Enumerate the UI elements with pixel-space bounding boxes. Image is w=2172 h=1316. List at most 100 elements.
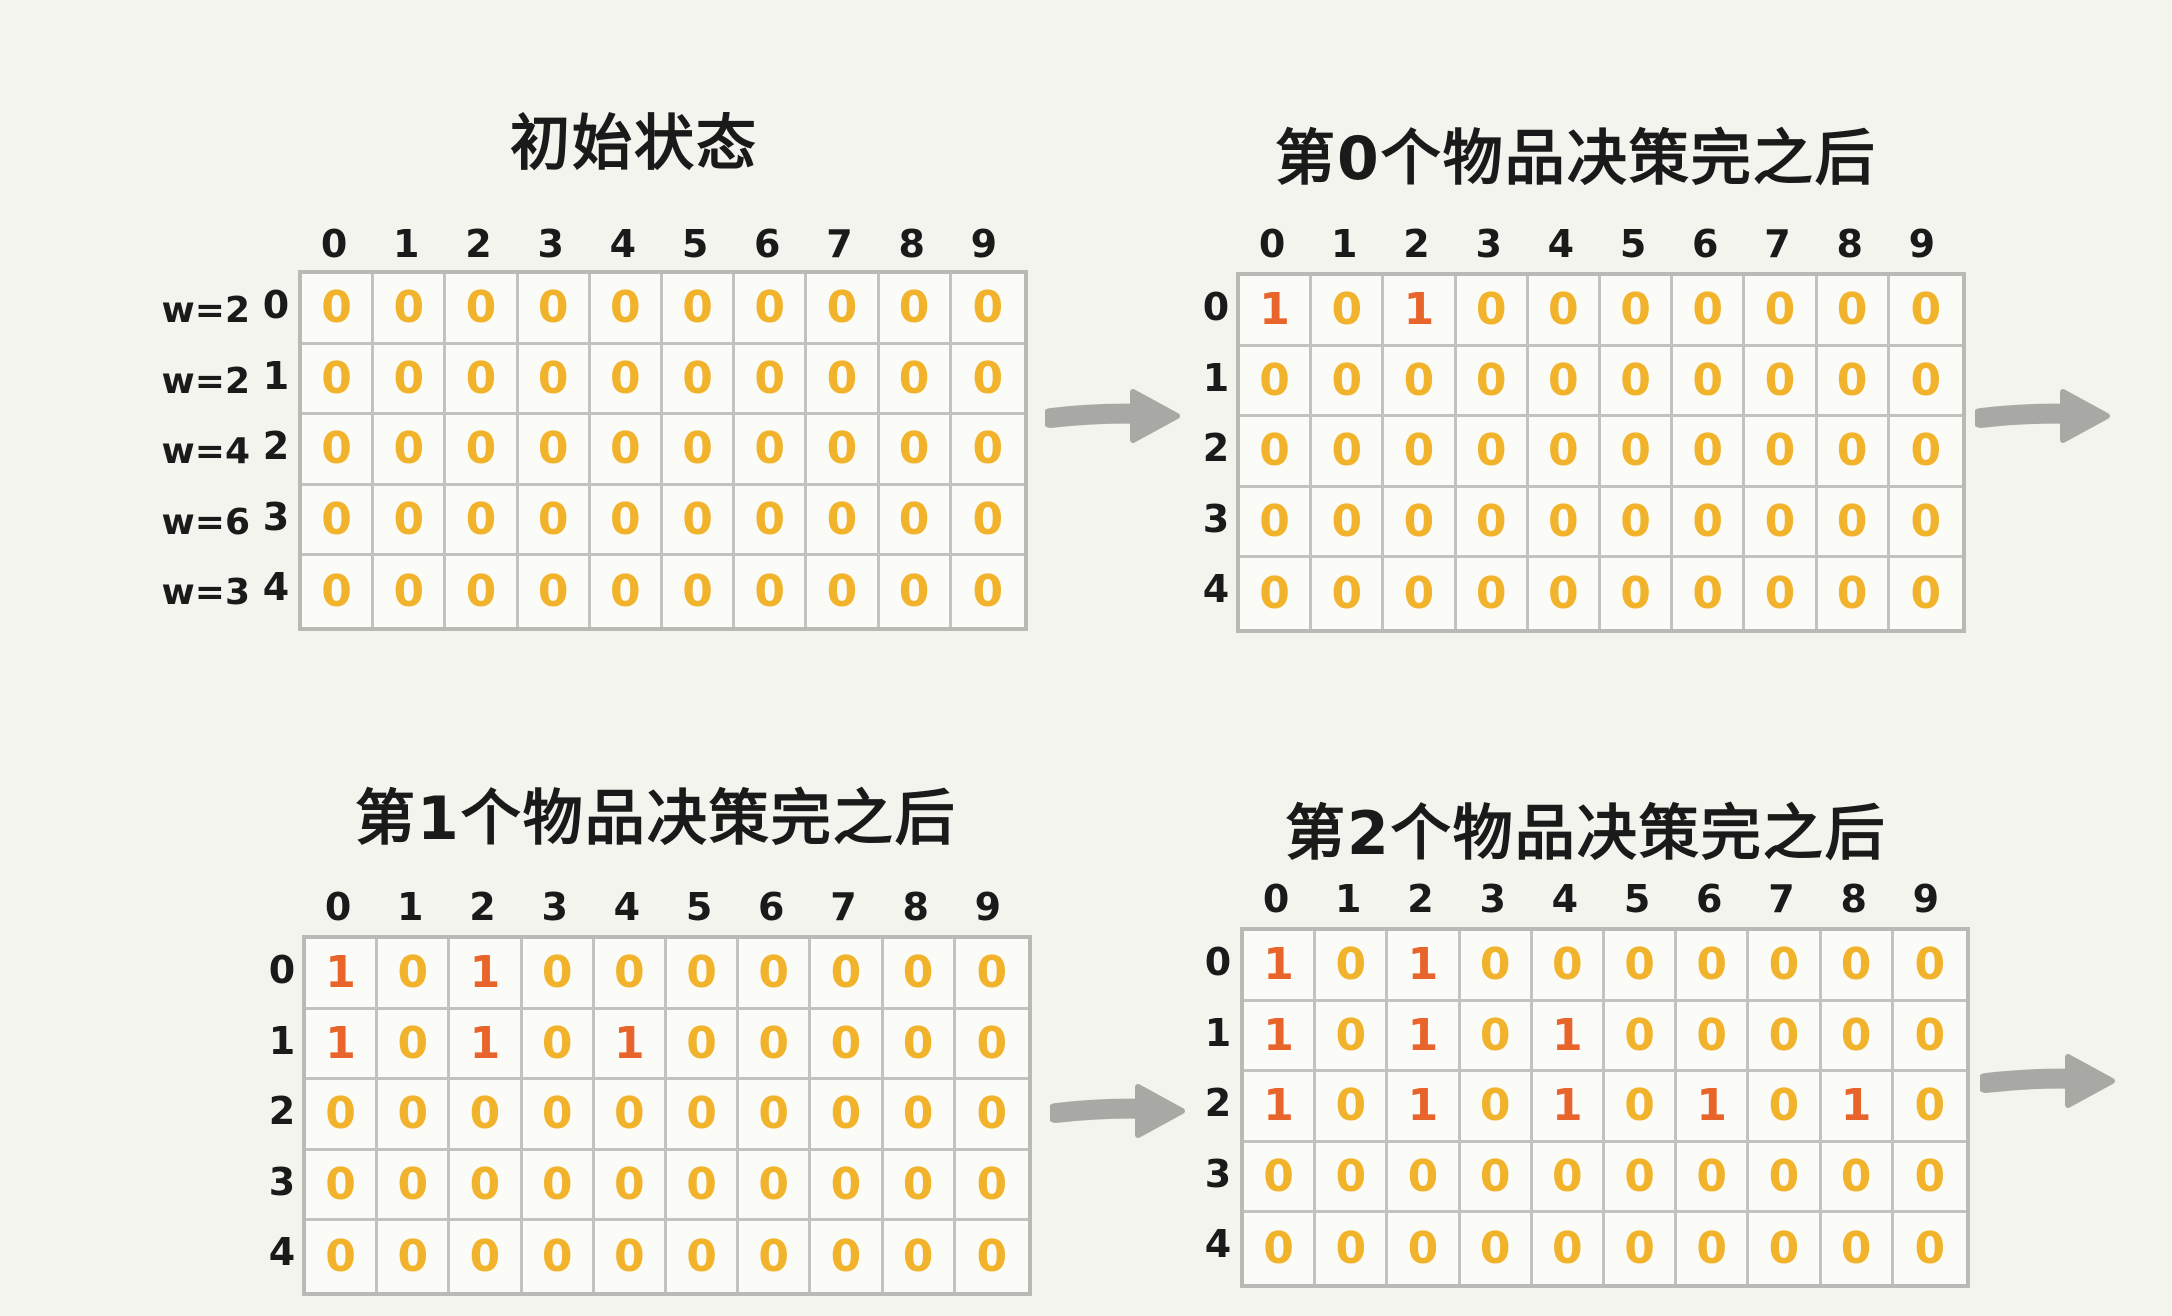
column-header: 6 (1696, 877, 1723, 921)
column-header: 0 (1262, 877, 1290, 921)
table-cell: 0 (883, 1080, 956, 1151)
table-cell: 0 (739, 1080, 812, 1151)
table-cell: 0 (374, 485, 447, 557)
table-cell: 0 (1460, 1072, 1533, 1143)
table-cell: 0 (1749, 931, 1822, 1002)
row-header: 2 (1202, 426, 1230, 471)
table-cell: 0 (879, 274, 952, 345)
table-cell: 0 (591, 556, 663, 627)
row-header: 3 (262, 494, 290, 539)
table-cell: 0 (1673, 487, 1746, 559)
table-cell: 0 (976, 1231, 1008, 1283)
table-cell: 0 (883, 1009, 956, 1081)
table-cell: 0 (374, 344, 447, 416)
table-cell: 0 (446, 274, 519, 345)
column-header: 5 (1619, 222, 1647, 266)
column-header: 2 (1403, 222, 1430, 266)
table-cell: 0 (522, 939, 595, 1010)
table-cell: 1 (1388, 931, 1461, 1002)
table-cell: 1 (1532, 1072, 1605, 1143)
table-cell: 0 (1528, 276, 1601, 347)
table-cell: 0 (735, 485, 808, 557)
table-cell: 1 (594, 1009, 667, 1081)
table-cell: 0 (378, 1080, 451, 1151)
panel-title: 第2个物品决策完之后 (1285, 799, 1887, 869)
table-cell: 0 (302, 485, 375, 557)
table-cell: 0 (1604, 1072, 1678, 1143)
table-cell: 0 (378, 939, 451, 1010)
table-cell: 0 (1316, 1213, 1389, 1284)
column-header: 8 (1840, 877, 1867, 921)
table-cell: 0 (666, 1080, 740, 1151)
table-cell: 0 (1240, 417, 1313, 488)
table-cell: 0 (1604, 1001, 1678, 1073)
table-cell: 0 (1388, 1213, 1461, 1284)
table-cell: 0 (378, 1221, 451, 1292)
table-cell: 0 (1817, 417, 1890, 488)
table-cell: 0 (1889, 417, 1962, 488)
table-cell: 0 (519, 556, 591, 627)
table-cell: 0 (662, 274, 736, 345)
column-header: 7 (1764, 222, 1791, 266)
right-arrow-icon (1041, 380, 1185, 454)
table-cell: 0 (1604, 931, 1678, 1002)
table-cell: 0 (306, 1080, 379, 1151)
table-cell: 0 (807, 556, 880, 627)
row-header: 4 (1204, 1222, 1232, 1267)
table-cell: 0 (1605, 1213, 1678, 1284)
table-cell: 0 (807, 485, 880, 557)
table-cell: 0 (1677, 1213, 1750, 1284)
table-cell: 0 (1316, 931, 1389, 1002)
column-header: 8 (898, 222, 925, 266)
column-header: 2 (469, 885, 496, 929)
table-cell: 0 (378, 1009, 451, 1081)
row-header: 4 (268, 1230, 296, 1275)
table-cell: 0 (1316, 1142, 1389, 1214)
table-cell: 0 (1673, 346, 1746, 418)
row-weight-label: w=6 (161, 501, 250, 543)
table-cell: 0 (1240, 558, 1313, 629)
table-cell: 0 (1893, 931, 1966, 1002)
table-cell: 0 (1384, 487, 1457, 559)
table-cell: 0 (1312, 276, 1385, 347)
table-cell: 0 (595, 1221, 667, 1292)
table-cell: 0 (1600, 487, 1674, 559)
row-header: 2 (262, 424, 290, 469)
right-arrow-icon (1046, 1075, 1190, 1149)
column-header: 9 (1908, 222, 1936, 266)
table-cell: 0 (666, 1009, 740, 1081)
column-header: 9 (1912, 877, 1940, 921)
row-weight-label: w=3 (161, 572, 250, 614)
table-cell: 0 (1388, 1142, 1461, 1214)
column-header: 9 (970, 222, 998, 266)
table-cell: 0 (739, 1009, 812, 1081)
column-header: 4 (1551, 877, 1579, 921)
table-cell: 0 (880, 556, 952, 627)
table-cell: 0 (1316, 1072, 1389, 1143)
table-cell: 0 (306, 1150, 379, 1222)
table-cell: 0 (955, 1010, 1028, 1081)
table-cell: 1 (450, 939, 523, 1010)
table-cell: 0 (667, 1221, 740, 1292)
row-header: 1 (262, 353, 290, 398)
table-cell: 0 (446, 556, 519, 627)
table-cell: 0 (1910, 568, 1942, 620)
table-cell: 0 (590, 485, 663, 557)
column-header: 4 (1547, 222, 1575, 266)
row-header: 4 (1202, 567, 1230, 612)
table-cell: 0 (662, 415, 736, 486)
table-cell: 0 (739, 939, 812, 1010)
table-cell: 0 (739, 1221, 812, 1292)
table-cell: 0 (951, 415, 1024, 486)
table-cell: 0 (811, 1080, 884, 1151)
table-cell: 1 (1244, 1072, 1317, 1143)
table-cell: 0 (1528, 417, 1601, 488)
table-cell: 0 (1532, 1142, 1605, 1214)
table-cell: 0 (1312, 417, 1385, 488)
column-header: 6 (754, 222, 781, 266)
column-header: 5 (685, 885, 713, 929)
table-cell: 0 (1312, 558, 1385, 629)
table-cell: 0 (1456, 276, 1529, 347)
